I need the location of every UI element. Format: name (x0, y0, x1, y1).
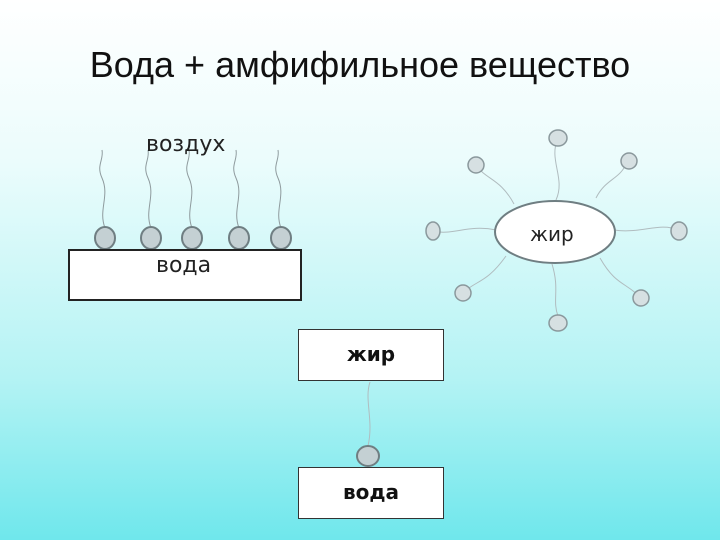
molecule-head (468, 157, 484, 173)
air-label: воздух (146, 132, 225, 157)
surface-monolayer (100, 150, 281, 228)
molecule-head (455, 285, 471, 301)
molecule-head (621, 153, 637, 169)
molecule-tail (276, 150, 281, 228)
molecule-tail (234, 150, 239, 228)
molecule-head (182, 227, 202, 249)
molecule-head (95, 227, 115, 249)
micelle-core-label: жир (530, 222, 574, 246)
molecule-head (271, 227, 291, 249)
molecule-tail (100, 150, 105, 228)
molecule-tail (555, 138, 559, 200)
molecule-head (549, 130, 567, 146)
water-box-bottom: вода (298, 467, 444, 519)
molecule-tail (368, 382, 370, 446)
molecule-head (549, 315, 567, 331)
molecule-tail (614, 227, 678, 231)
molecule-tail (433, 228, 496, 232)
molecule-head (633, 290, 649, 306)
molecule-head (357, 446, 379, 466)
molecule-tail (187, 150, 192, 228)
molecule-tail (552, 264, 558, 316)
surface-heads (95, 227, 291, 249)
molecule-tail (596, 162, 627, 198)
molecule-head (426, 222, 440, 240)
water-label: вода (156, 253, 211, 278)
molecule-head (229, 227, 249, 249)
molecule-head (671, 222, 687, 240)
fat-box: жир (298, 329, 444, 381)
molecule-head (141, 227, 161, 249)
water-box: вода (68, 249, 302, 301)
molecule-tail (146, 150, 151, 228)
